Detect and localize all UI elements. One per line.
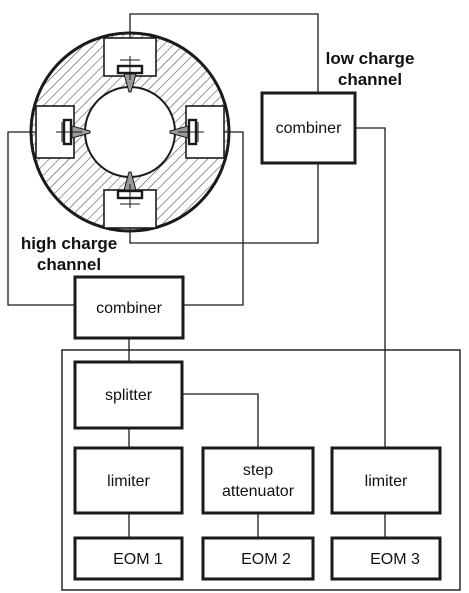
combiner-high-charge: combiner	[73, 275, 185, 340]
limiter-right-label: limiter	[365, 473, 408, 490]
splitter-label: splitter	[105, 387, 153, 404]
limiter-right-box: limiter	[330, 446, 442, 515]
limiter-left-label: limiter	[107, 473, 150, 490]
electrode-left	[56, 118, 91, 146]
eom1-label: EOM 1	[113, 551, 163, 568]
wire-bottom-electrode	[129, 163, 319, 244]
combiner-low-charge: combiner	[260, 91, 357, 165]
combiner-low-label: combiner	[276, 120, 342, 137]
wire-low-charge	[355, 127, 386, 448]
beam-pipe	[84, 86, 176, 178]
wire-splitter-attenuator	[182, 393, 259, 448]
limiter-left-box: limiter	[73, 446, 184, 515]
wire-right-electrode	[183, 131, 244, 306]
high-charge-label-2: channel	[37, 255, 101, 274]
combiner-high-label: combiner	[96, 300, 162, 317]
eom3-label: EOM 3	[370, 551, 420, 568]
electrode-bottom	[116, 171, 144, 208]
step-attenuator-label-2: attenuator	[222, 483, 295, 500]
eom3-box: EOM 3	[330, 536, 442, 581]
eom2-box: EOM 2	[201, 536, 315, 581]
step-attenuator-label-1: step	[243, 462, 273, 479]
electrode-top	[116, 56, 144, 93]
low-charge-label-1: low charge	[326, 49, 415, 68]
step-attenuator-box: step attenuator	[201, 446, 315, 515]
wire-top-electrode	[129, 13, 319, 93]
eom1-box: EOM 1	[73, 536, 184, 581]
splitter-box: splitter	[73, 360, 184, 430]
wire-left-electrode	[7, 131, 75, 306]
low-charge-label-2: channel	[338, 70, 402, 89]
electronics-frame	[61, 349, 461, 591]
eom2-label: EOM 2	[241, 551, 291, 568]
electrode-right	[169, 118, 204, 146]
high-charge-label-1: high charge	[21, 234, 117, 253]
